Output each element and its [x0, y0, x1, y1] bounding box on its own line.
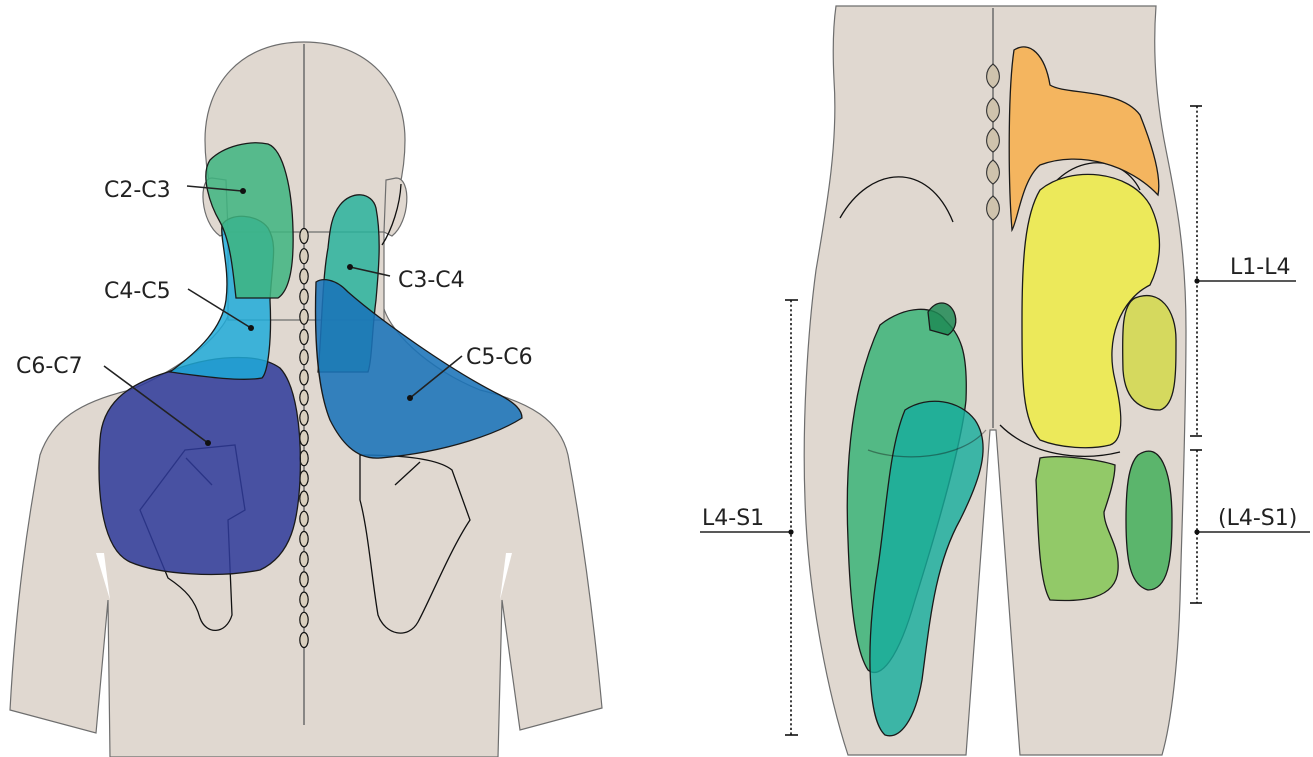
- label-l4-s1-paren: (L4-S1): [1218, 506, 1297, 531]
- neck-back-figure: C2-C3 C3-C4 C4-C5 C5-C6 C6-C7: [10, 42, 602, 757]
- dot-c5-c6: [407, 395, 413, 401]
- dot-c4-c5: [248, 325, 254, 331]
- vertebra: [300, 552, 308, 567]
- label-l4-s1: L4-S1: [702, 506, 764, 531]
- vertebra: [300, 633, 308, 648]
- vertebra: [300, 471, 308, 486]
- vertebra: [300, 612, 308, 627]
- vertebrae-column: [300, 229, 308, 648]
- vertebra: [300, 350, 308, 365]
- vertebra: [300, 390, 308, 405]
- zone-l1-l4-side: [1123, 296, 1176, 410]
- vertebra: [300, 269, 308, 284]
- dot-l1-l4: [1194, 278, 1199, 283]
- label-c4-c5: C4-C5: [104, 279, 171, 304]
- zone-c6-c7: [99, 357, 300, 574]
- ear-right: [384, 178, 407, 236]
- dot-c3-c4: [347, 264, 353, 270]
- vertebra: [300, 451, 308, 466]
- zone-l4-s1-paren-a: [1036, 457, 1118, 601]
- lower-back-figure: L1-L4 L4-S1 (L4-S1): [700, 6, 1310, 755]
- vertebra: [300, 532, 308, 547]
- dot-c2-c3: [240, 188, 246, 194]
- label-l1-l4: L1-L4: [1230, 255, 1290, 280]
- vertebra: [300, 309, 308, 324]
- zone-l4-s1-paren-b: [1126, 451, 1172, 590]
- dot-c6-c7: [205, 440, 211, 446]
- dot-l4-s1: [788, 529, 793, 534]
- vertebra: [300, 330, 308, 345]
- vertebra: [300, 572, 308, 587]
- label-c2-c3: C2-C3: [104, 178, 171, 203]
- dot-l4-s1-paren: [1194, 529, 1199, 534]
- vertebra: [300, 511, 308, 526]
- zone-c2-c3: [206, 143, 293, 298]
- vertebra: [300, 229, 308, 244]
- vertebra: [300, 592, 308, 607]
- vertebra: [300, 491, 308, 506]
- label-c6-c7: C6-C7: [16, 354, 83, 379]
- label-c5-c6: C5-C6: [466, 345, 533, 370]
- vertebra: [300, 249, 308, 264]
- zone-l4-s1-a-top: [928, 303, 956, 335]
- vertebra: [300, 431, 308, 446]
- vertebra: [300, 289, 308, 304]
- vertebra: [300, 370, 308, 385]
- label-c3-c4: C3-C4: [398, 268, 465, 293]
- vertebra: [300, 410, 308, 425]
